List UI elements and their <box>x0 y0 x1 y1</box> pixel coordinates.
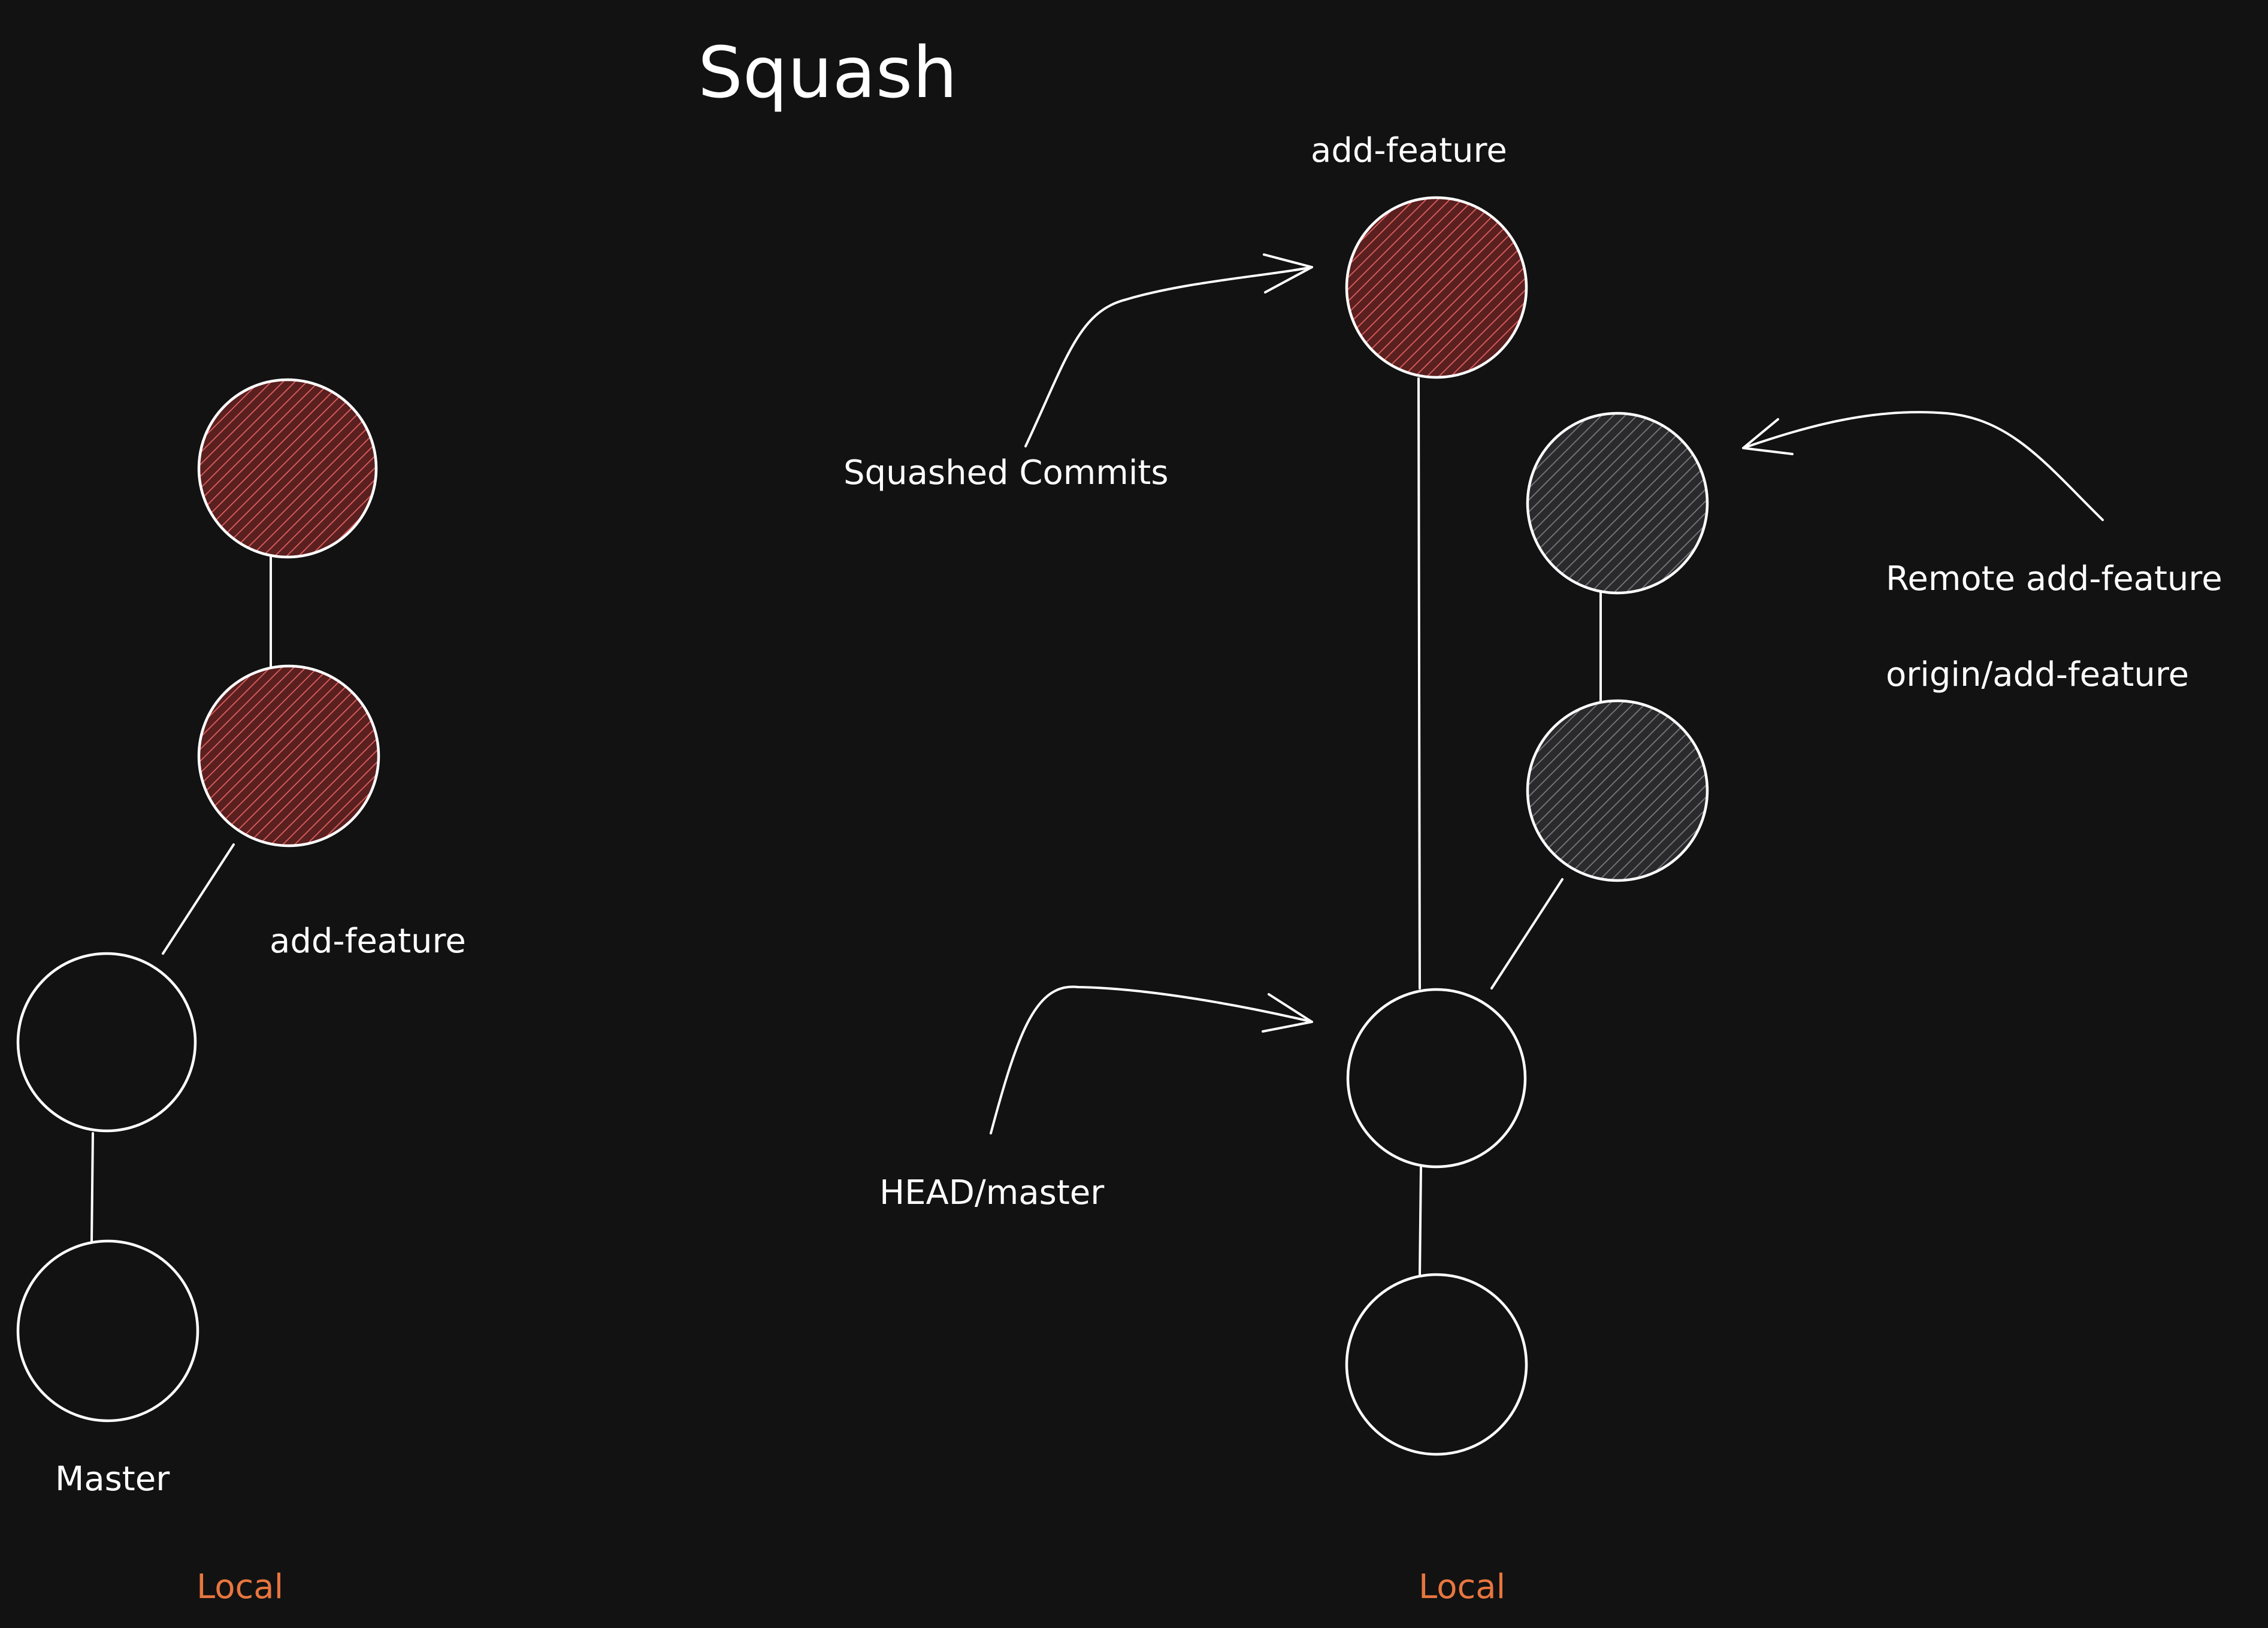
diagram-title: Squash <box>698 31 957 114</box>
left-add-feature-label: add-feature <box>270 922 466 961</box>
left-master-head-commit <box>16 952 197 1133</box>
remote-feature-arrow <box>1742 411 2104 521</box>
left-master-label: Master <box>55 1460 170 1499</box>
right-head-master-commit <box>1346 988 1527 1169</box>
left-feature-commit-top <box>197 378 378 559</box>
edge-right-remote-to-head <box>1490 878 1564 989</box>
left-local-label: Local <box>196 1568 283 1606</box>
edge-left-master-head-to-master <box>90 1132 94 1242</box>
right-base-commit <box>1345 1273 1528 1456</box>
left-master-commit <box>16 1239 199 1423</box>
squashed-commits-arrow <box>1024 266 1313 447</box>
left-feature-commit <box>197 664 380 848</box>
head-master-arrowhead <box>1262 993 1313 1033</box>
head-master-label: HEAD/master <box>879 1173 1105 1212</box>
right-remote-feature-commit-top <box>1526 411 1709 595</box>
origin-add-feature-label: origin/add-feature <box>1886 655 2189 694</box>
remote-add-feature-label: Remote add-feature <box>1886 559 2222 598</box>
edge-right-head-to-base <box>1419 1166 1422 1277</box>
right-add-feature-label: add-feature <box>1311 131 1507 170</box>
edge-left-feature-to-master-head <box>162 843 235 955</box>
right-remote-feature-commit <box>1526 699 1709 882</box>
head-master-arrow <box>990 985 1313 1134</box>
edge-right-feature-to-head <box>1417 377 1421 989</box>
squashed-commits-label: Squashed Commits <box>843 453 1169 492</box>
squashed-commits-arrowhead <box>1263 253 1313 293</box>
remote-feature-arrowhead <box>1742 418 1794 455</box>
right-local-label: Local <box>1419 1568 1505 1606</box>
right-squashed-feature-commit <box>1345 196 1528 379</box>
